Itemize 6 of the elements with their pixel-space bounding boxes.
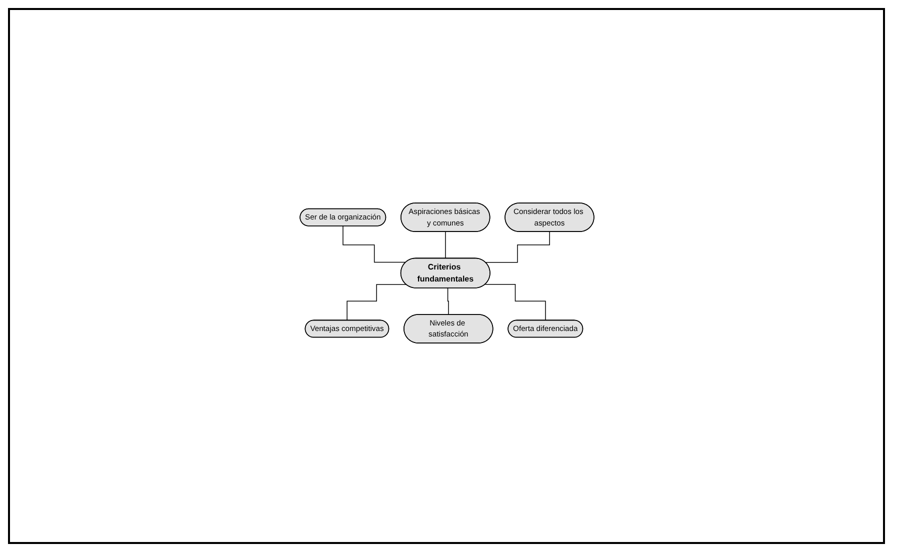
connector [484, 284, 546, 322]
connector [346, 284, 406, 322]
connector [484, 232, 550, 264]
connector [342, 226, 406, 264]
connector [446, 288, 448, 316]
connector [444, 232, 446, 260]
